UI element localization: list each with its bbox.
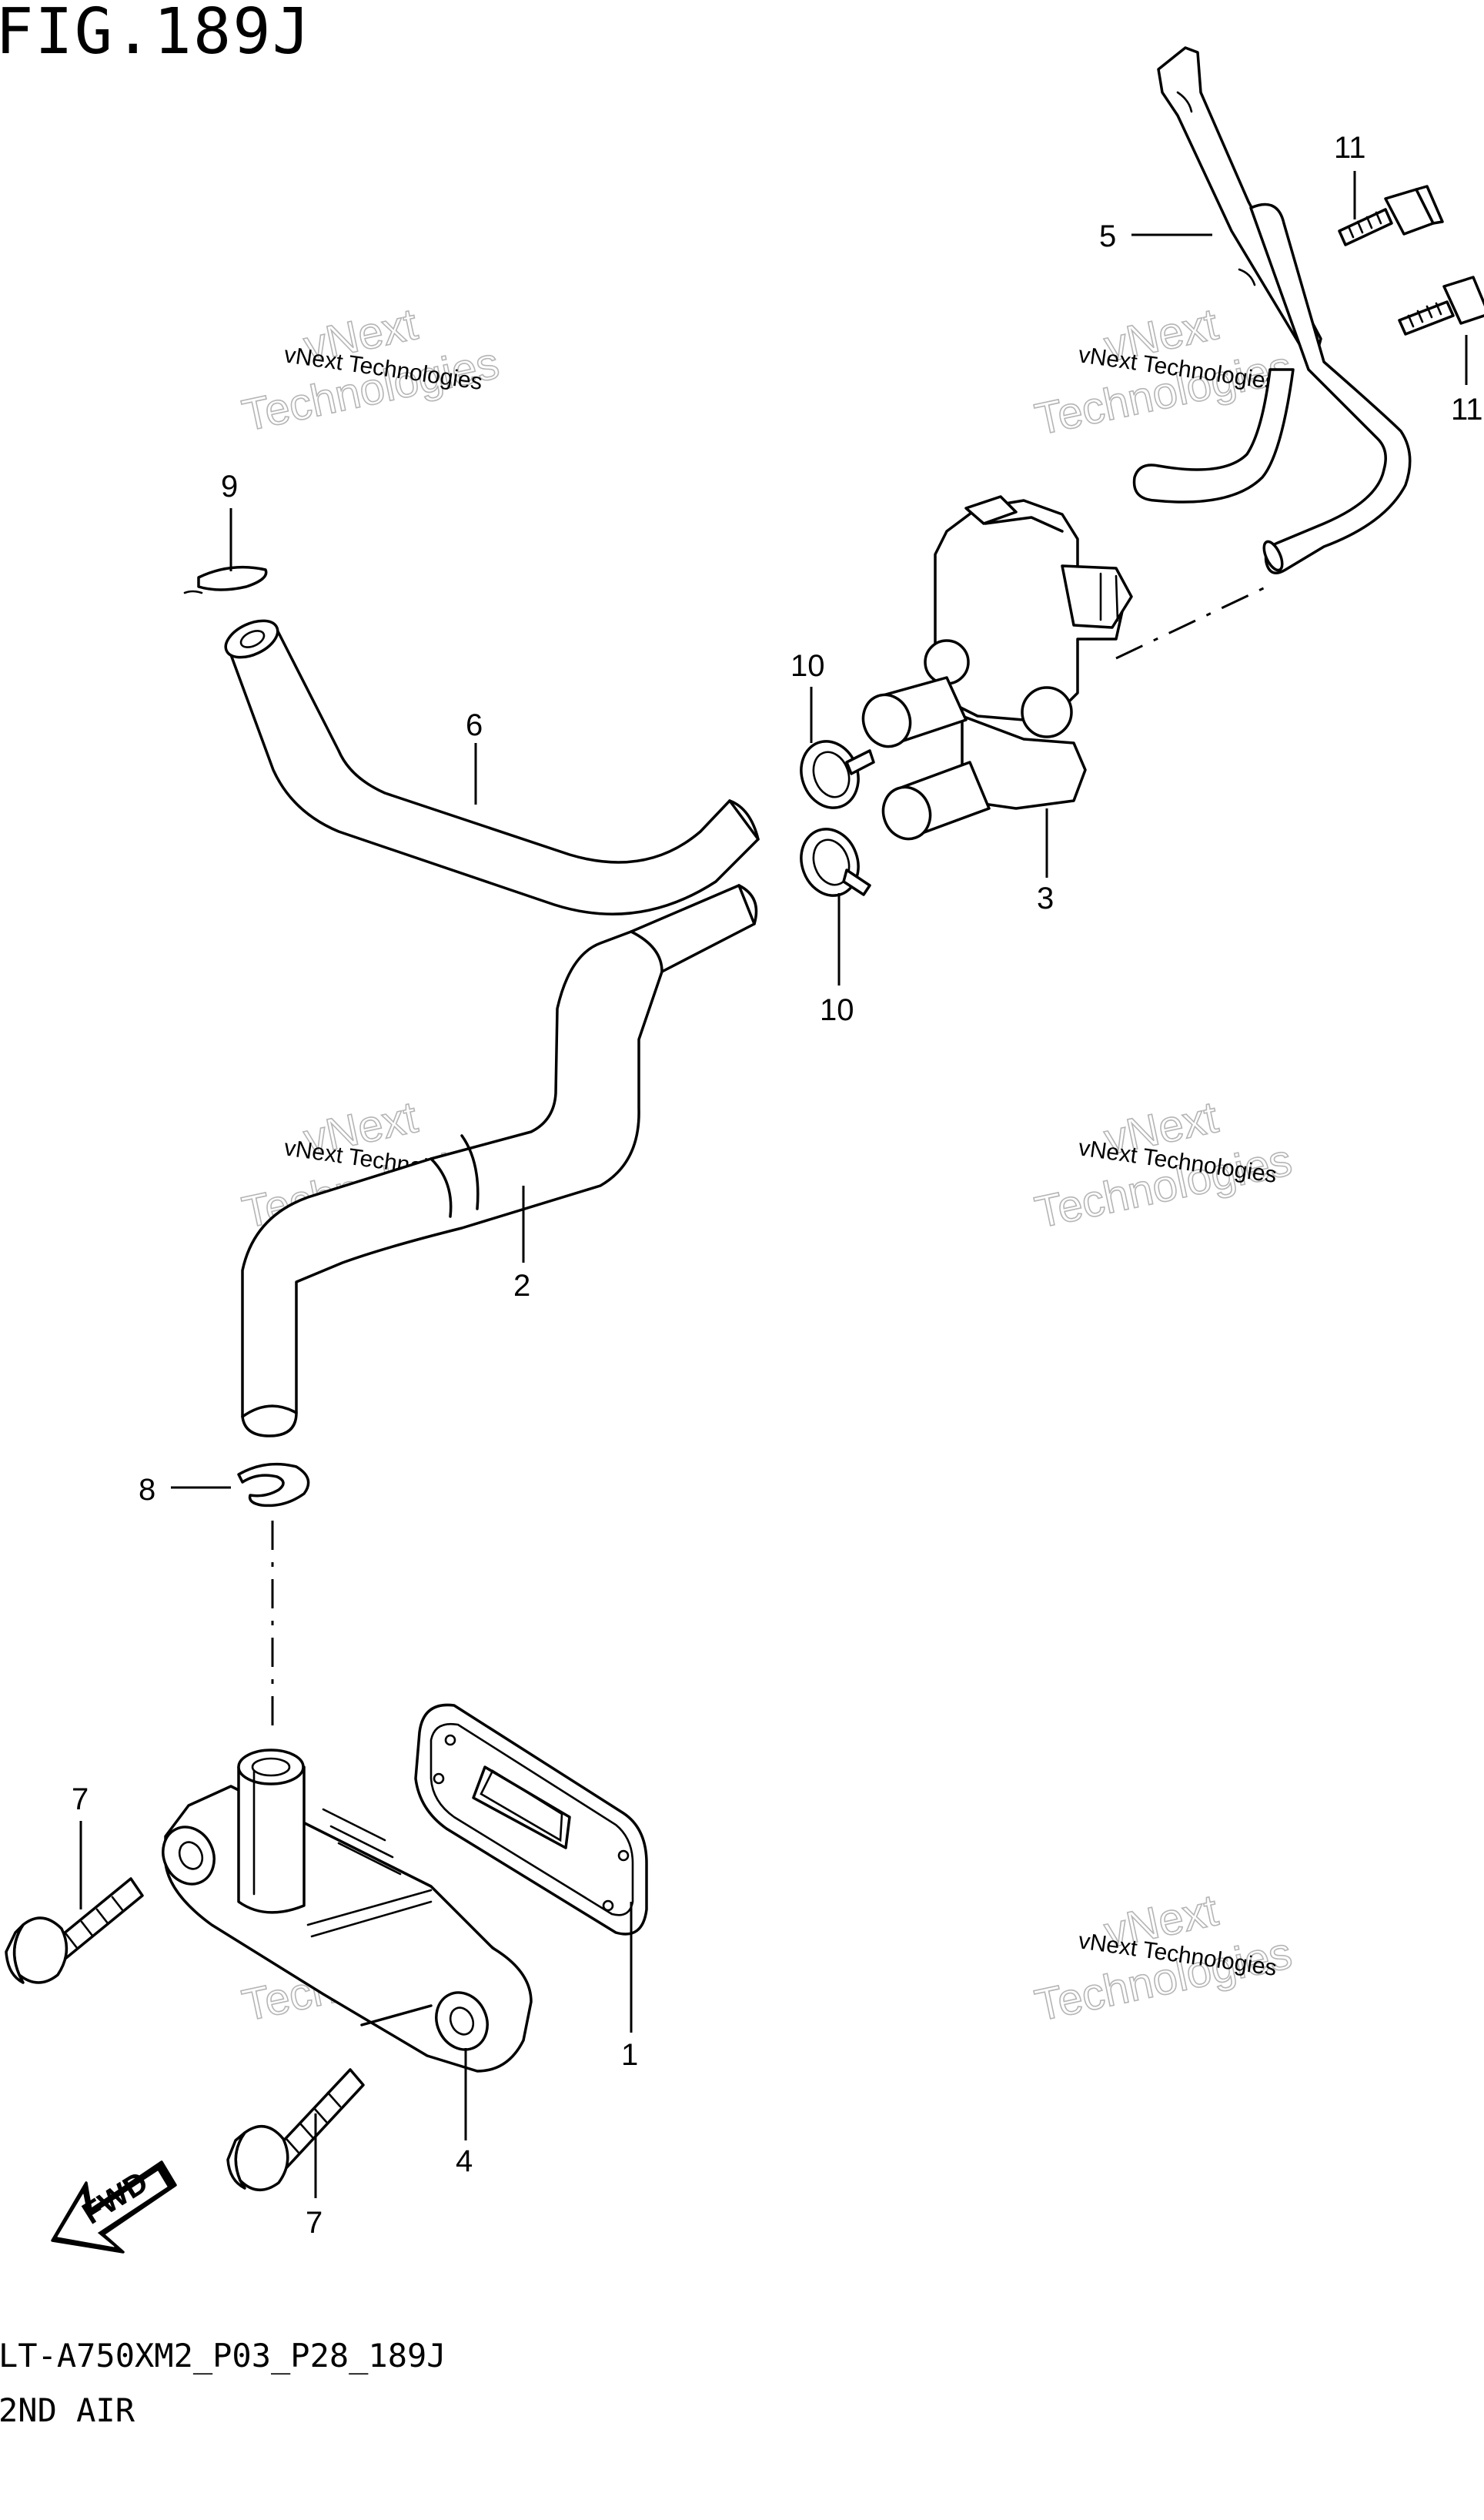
part-8-clip (237, 1462, 310, 1508)
watermark-bottom-right: vNext Technologies vNext Technologies (1030, 1885, 1296, 2032)
watermark-mid-right: vNext Technologies vNext Technologies (1030, 1092, 1296, 1239)
assembly-line-valve-to-pipe (1115, 584, 1271, 660)
fwd-arrow: FWD (51, 2160, 177, 2254)
callout-7a: 7 (72, 1782, 89, 1816)
callout-7b: 7 (306, 2206, 323, 2240)
part-11-bolt-upper (1338, 185, 1444, 246)
leader-lines (79, 171, 1468, 2198)
part-4-fitting (162, 1749, 533, 2073)
part-9-clip (183, 565, 268, 594)
part-7-bolt-upper (5, 1877, 144, 1984)
callout-9: 9 (221, 470, 238, 504)
callout-11a: 11 (1334, 131, 1366, 165)
part-3-air-valve (861, 495, 1133, 841)
part-7-bolt-lower (226, 2068, 365, 2191)
watermark-top-left: vNext Technologies vNext Technologies (237, 299, 503, 442)
callout-labels: 1 2 3 4 5 6 7 7 8 9 10 10 11 11 (72, 131, 1483, 2240)
callout-8: 8 (139, 1473, 155, 1507)
figure-code: LT-A750XM2_P03_P28_189J (0, 2337, 446, 2374)
part-11-bolt-lower (1398, 276, 1484, 336)
part-2-hose (241, 884, 758, 1437)
callout-4: 4 (456, 2144, 473, 2178)
callout-10a: 10 (790, 649, 825, 683)
part-10-clamp-lower (800, 828, 871, 897)
part-10-clamp-upper (800, 740, 875, 809)
callout-10b: 10 (820, 993, 854, 1027)
callout-6: 6 (466, 708, 483, 742)
callout-5: 5 (1099, 219, 1116, 253)
callout-11b: 11 (1451, 393, 1483, 427)
callout-2: 2 (513, 1269, 530, 1303)
figure-name: 2ND AIR (0, 2391, 135, 2429)
part-5-bracket-pipe (1132, 46, 1412, 574)
callout-1: 1 (621, 2038, 638, 2072)
figure-title: FIG.189J (0, 0, 312, 69)
watermark-top-right: vNext Technologies vNext Technologies (1030, 299, 1296, 446)
callout-3: 3 (1037, 882, 1054, 915)
part-6-hose (224, 619, 760, 915)
part-1-gasket (414, 1703, 648, 1936)
